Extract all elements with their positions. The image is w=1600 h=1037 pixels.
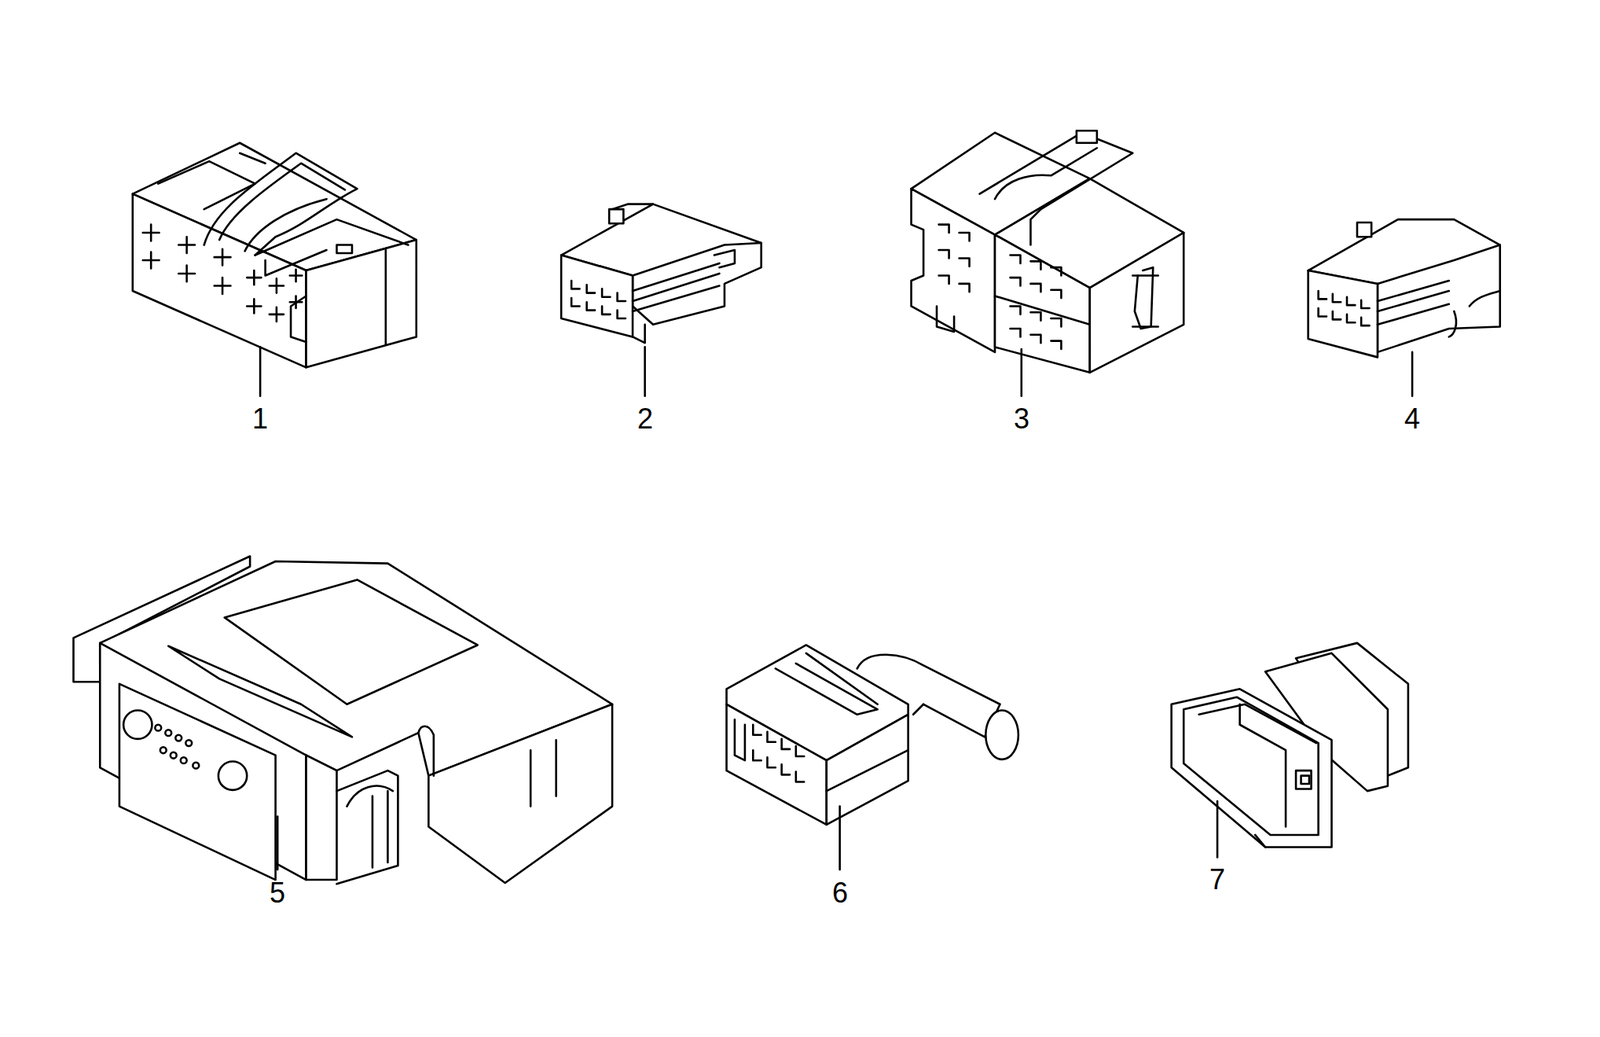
connector-3 xyxy=(911,130,1185,397)
connector-7 xyxy=(1171,642,1409,858)
callout-number: 5 xyxy=(269,878,286,907)
connector-6 xyxy=(726,644,1019,870)
callout-number: 2 xyxy=(637,404,654,434)
callout-number: 4 xyxy=(1404,404,1421,434)
callout-number: 3 xyxy=(1013,404,1030,434)
connector-2 xyxy=(561,204,762,397)
callout-number: 7 xyxy=(1209,865,1226,894)
connector-1 xyxy=(132,143,417,397)
connector-4 xyxy=(1308,219,1501,397)
callout-number: 6 xyxy=(832,878,848,907)
callout-number: 1 xyxy=(252,404,268,434)
connector-5 xyxy=(73,556,613,885)
